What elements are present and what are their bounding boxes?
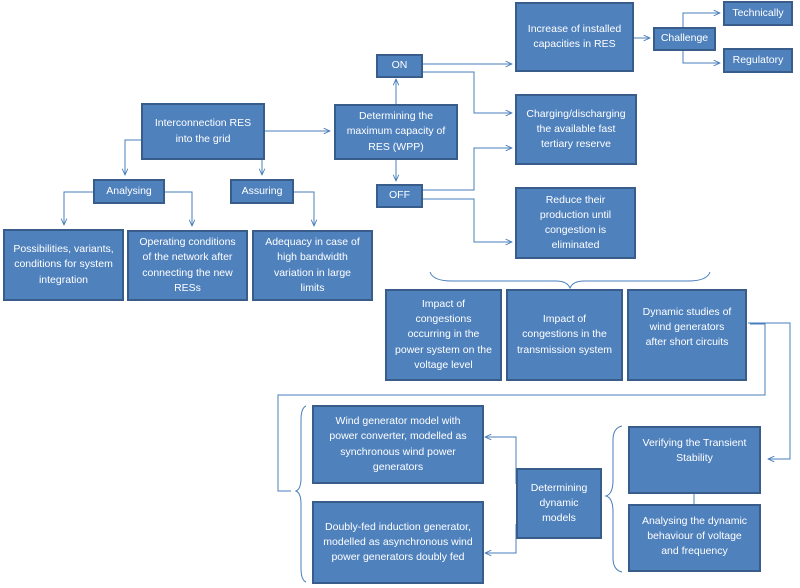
arrow-analysing-to-operating bbox=[164, 191, 192, 226]
node-interconnection-res: Interconnection RES into the grid bbox=[141, 103, 265, 160]
node-impact-voltage: Impact of congestions occurring in the p… bbox=[385, 289, 502, 381]
brace-models bbox=[294, 405, 307, 583]
brace-impacts bbox=[429, 271, 711, 290]
node-transient-stability: Verifying the Transient Stability bbox=[628, 426, 761, 494]
arrow-assuring-to-adequacy bbox=[294, 191, 314, 226]
arrow-dynamic-to-wind-model bbox=[485, 437, 517, 484]
node-increase-capacities: Increase of installed capacities in RES bbox=[515, 2, 634, 72]
node-charging-discharging: Charging/discharging the available fast … bbox=[515, 94, 637, 165]
node-dynamic-behaviour: Analysing the dynamic behaviour of volta… bbox=[628, 504, 761, 572]
node-determining-capacity: Determining the maximum capacity of RES … bbox=[334, 104, 458, 160]
arrow-transient-to-dynamic-studies bbox=[748, 322, 791, 459]
node-doubly-fed-generator: Doubly-fed induction generator, modelled… bbox=[312, 501, 484, 584]
node-assuring: Assuring bbox=[230, 179, 294, 204]
brace-stability bbox=[604, 425, 623, 573]
node-impact-transmission: Impact of congestions in the transmissio… bbox=[506, 289, 623, 381]
node-analysing: Analysing bbox=[93, 179, 165, 204]
arrow-challenge-to-regulatory bbox=[682, 50, 720, 63]
node-determining-dynamic-models: Determining dynamic models bbox=[516, 468, 602, 539]
arrow-dynamic-to-doubly-fed bbox=[485, 524, 517, 553]
node-regulatory: Regulatory bbox=[723, 48, 793, 73]
arrow-off-to-reduce bbox=[423, 198, 512, 242]
node-dynamic-studies: Dynamic studies of wind generators after… bbox=[627, 289, 747, 381]
node-on: ON bbox=[376, 54, 423, 78]
node-challenge: Challenge bbox=[653, 27, 716, 51]
arrow-analysing-to-possibilities bbox=[64, 191, 93, 225]
arrow-interconnection-to-analysing bbox=[125, 139, 141, 175]
node-possibilities: Possibilities, variants, conditions for … bbox=[3, 229, 124, 301]
arrow-on-to-charging bbox=[423, 71, 512, 113]
node-off: OFF bbox=[376, 184, 423, 208]
node-adequacy: Adequacy in case of high bandwidth varia… bbox=[252, 230, 373, 301]
node-reduce-production: Reduce their production until congestion… bbox=[515, 187, 636, 259]
node-technically: Technically bbox=[723, 1, 793, 26]
node-wind-generator-model: Wind generator model with power converte… bbox=[312, 405, 484, 484]
node-operating-conditions: Operating conditions of the network afte… bbox=[127, 230, 248, 301]
arrow-off-to-charging bbox=[423, 148, 512, 191]
arrow-challenge-to-technically bbox=[682, 13, 720, 27]
arrow-dynamic-studies-to-transient bbox=[277, 323, 766, 492]
